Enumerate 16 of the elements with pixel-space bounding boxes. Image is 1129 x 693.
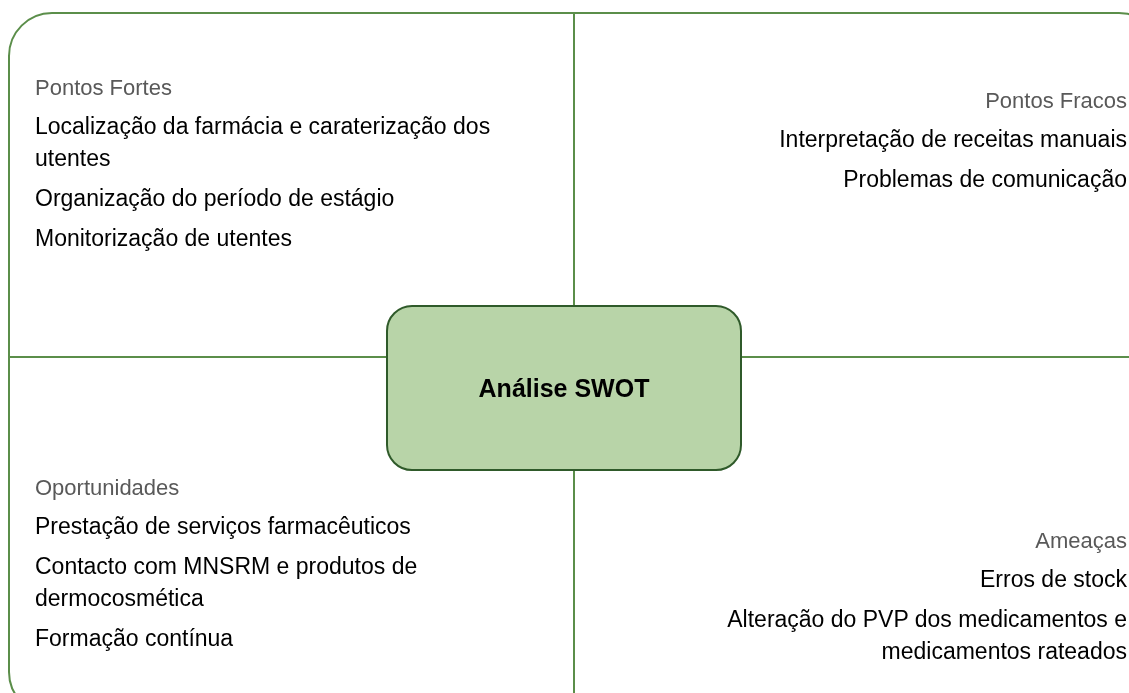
list-item: Interpretação de receitas manuais <box>779 125 1127 154</box>
quadrant-heading: Pontos Fortes <box>35 74 172 102</box>
quadrant-heading: Oportunidades <box>35 474 180 502</box>
list-item: Contacto com MNSRM e produtos de dermocosmética <box>35 552 419 613</box>
center-box <box>386 305 742 471</box>
list-item: Localização da farmácia e caraterização dos utentes <box>35 112 492 173</box>
list-item: Formação contínua <box>35 624 234 653</box>
quadrant-heading: Pontos Fracos <box>985 87 1127 115</box>
list-item: Monitorização de utentes <box>35 224 292 253</box>
list-item: Erros de stock <box>980 565 1127 594</box>
list-item: Prestação de serviços farmacêuticos <box>35 512 411 541</box>
list-item: Alteração do PVP dos medicamentos e medicamentos rateados <box>726 605 1127 666</box>
list-item: Problemas de comunicação <box>843 165 1127 194</box>
list-item: Organização do período de estágio <box>35 184 395 213</box>
quadrant-heading: Ameaças <box>1035 527 1127 555</box>
center-title: Análise SWOT <box>478 373 650 403</box>
